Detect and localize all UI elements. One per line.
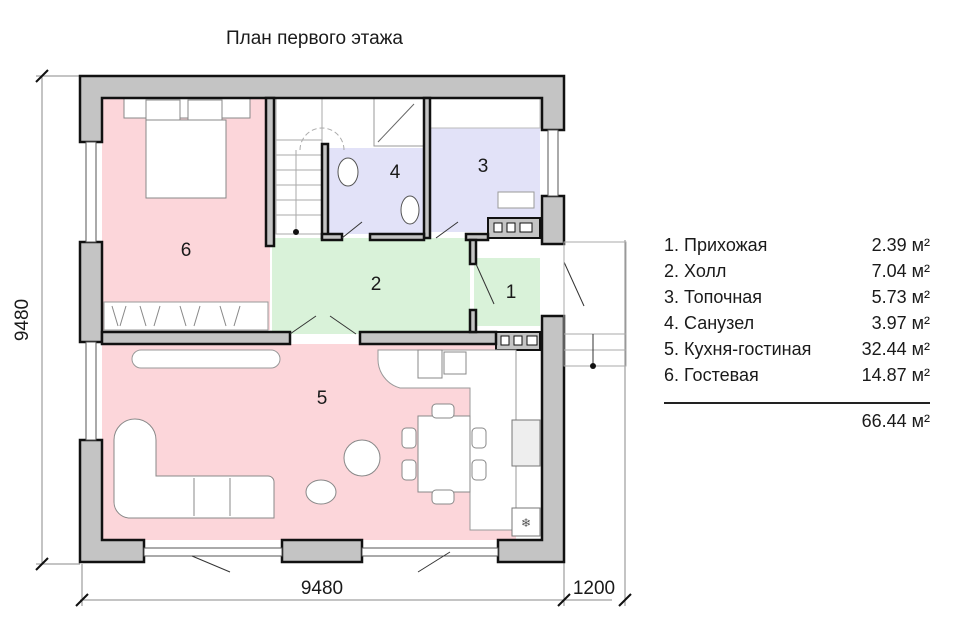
dimension-height: 9480 <box>12 299 33 341</box>
legend-row: 3. Топочная 5.73 м² <box>664 284 930 310</box>
toilet-icon <box>337 157 359 187</box>
legend-total: 66.44 м² <box>861 411 930 431</box>
sink-icon <box>400 195 420 225</box>
fridge-icon <box>511 507 541 537</box>
porch <box>563 241 627 367</box>
svg-text:❄: ❄ <box>521 516 531 530</box>
dimension-lines <box>36 75 626 606</box>
legend-room-name: 4. Санузел <box>664 313 755 333</box>
armchair <box>343 439 381 477</box>
legend-room-name: 1. Прихожая <box>664 235 768 255</box>
kitchen-counter <box>377 349 517 531</box>
coffee-table <box>305 479 337 505</box>
legend-room-area: 3.97 м² <box>871 313 930 333</box>
legend-room-name: 6. Гостевая <box>664 365 759 385</box>
room-label-3: 3 <box>478 156 489 177</box>
legend-room-area: 2.39 м² <box>871 235 930 255</box>
dimension-width: 9480 <box>301 578 343 599</box>
room-1-fill <box>474 258 540 326</box>
dining-table <box>401 403 487 505</box>
bed <box>123 97 251 199</box>
room-label-5: 5 <box>317 388 328 409</box>
legend-room-area: 5.73 м² <box>871 287 930 307</box>
stove-icon <box>511 419 541 467</box>
legend-row: 6. Гостевая 14.87 м² <box>664 362 930 388</box>
legend-room-name: 5. Кухня-гостиная <box>664 339 812 359</box>
room-3-fill <box>428 128 540 232</box>
area-legend: 1. Прихожая 2.39 м² 2. Холл 7.04 м² 3. Т… <box>664 232 930 438</box>
room-label-4: 4 <box>390 162 401 183</box>
legend-divider <box>664 402 930 404</box>
room-label-1: 1 <box>506 282 517 303</box>
plan-title: План первого этажа <box>226 28 403 49</box>
dimension-porch: 1200 <box>573 578 615 599</box>
staircase <box>275 97 345 235</box>
door-swings <box>191 221 585 573</box>
windows <box>85 129 559 557</box>
legend-room-area: 32.44 м² <box>861 339 930 359</box>
legend-room-name: 2. Холл <box>664 261 727 281</box>
room-label-2: 2 <box>371 274 382 295</box>
legend-room-name: 3. Топочная <box>664 287 763 307</box>
legend-row: 4. Санузел 3.97 м² <box>664 310 930 336</box>
legend-room-area: 7.04 м² <box>871 261 930 281</box>
room-2-fill <box>272 238 470 334</box>
legend-room-area: 14.87 м² <box>861 365 930 385</box>
legend-row: 5. Кухня-гостиная 32.44 м² <box>664 336 930 362</box>
room-label-6: 6 <box>181 240 192 261</box>
sofa <box>113 418 275 519</box>
legend-row: 2. Холл 7.04 м² <box>664 258 930 284</box>
legend-row: 1. Прихожая 2.39 м² <box>664 232 930 258</box>
